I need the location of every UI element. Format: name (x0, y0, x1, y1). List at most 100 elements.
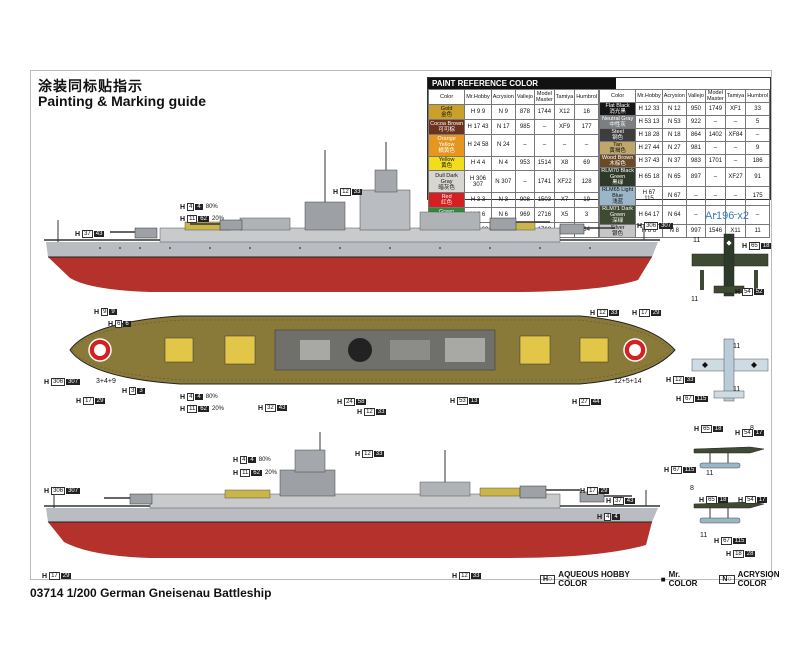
paint-table-cell: 1744 (533, 103, 555, 120)
paint-table-cell: – (724, 115, 747, 129)
paint-table-header-cell: Tamiya (724, 89, 747, 103)
paint-table-cell: N 12 (661, 102, 687, 116)
paint-table-cell: 878 (514, 103, 535, 120)
paint-table-title: PAINT REFERENCE COLOR (428, 78, 616, 89)
paint-table-cell: 950 (685, 102, 706, 116)
aircraft-number-11a: 11 (693, 237, 701, 244)
paint-table-cell: 33 (745, 102, 770, 116)
product-footer: 03714 1/200 German Gneisenau Battleship (30, 586, 272, 600)
paint-table-cell: 91 (745, 167, 770, 187)
paint-table-cell: – (685, 186, 706, 206)
paint-table-header-cell: Color (427, 89, 466, 105)
paint-table-cell: N 17 (490, 118, 516, 135)
paint-table-cell: 9 (745, 141, 770, 155)
top-view-label-left: 3+4+9 (96, 378, 116, 385)
paint-table-header-cell: Acrysion (490, 89, 516, 105)
paint-table-cell: XF1 (724, 102, 747, 116)
paint-table-header-cell: Vallejo (514, 89, 535, 105)
color-legend: H○AQUEOUS HOBBY COLOR ■Mr. COLOR N○ACRYS… (540, 570, 800, 588)
aircraft-number-11d: 11 (733, 386, 741, 393)
paint-table-cell: N 53 (661, 115, 687, 129)
aircraft-label: Ar196 x2 (705, 210, 750, 222)
paint-table-header-cell: Mr.Hobby (635, 89, 663, 103)
ship-side-view-starboard (44, 142, 660, 292)
paint-table-cell: – (533, 118, 555, 135)
paint-table-cell: 1749 (704, 102, 726, 116)
paint-table-cell: 5 (745, 115, 770, 129)
paint-table-cell: X8 (553, 155, 576, 172)
ship-top-view (69, 315, 676, 385)
aircraft-number-11c: 11 (733, 343, 741, 350)
paint-table-header-cell: Acrysion (661, 89, 687, 103)
paint-table-cell: H 17 43 (464, 118, 492, 135)
legend-acrysion: N○ACRYSION COLOR (719, 570, 800, 588)
paint-table-cell: 922 (685, 115, 706, 129)
paint-table-cell: – (724, 141, 747, 155)
paint-table-cell: N 9 (490, 103, 516, 120)
aircraft-top-view (691, 233, 769, 297)
paint-table-cell: XF84 (724, 128, 747, 142)
aircraft-bottom-view (691, 338, 769, 402)
paint-table-cell: XF9 (553, 118, 576, 135)
paint-table-header-cell: Model Master (533, 89, 555, 105)
aircraft-number-11e: 11 (706, 470, 714, 477)
aircraft-number-8a: 8 (750, 425, 754, 432)
paint-table-cell: XF27 (724, 167, 747, 187)
paint-table-header-cell: Mr.Hobby (464, 89, 492, 105)
ship-side-view-port (44, 432, 660, 558)
top-view-label-right: 12+5+14 (614, 378, 642, 385)
paint-table-cell: 3 (574, 207, 599, 224)
paint-table-cell: – (745, 205, 770, 225)
paint-table-cell: 997 (685, 224, 706, 238)
paint-table-cell: 985 (514, 118, 535, 135)
aircraft-number-11f: 11 (700, 532, 708, 539)
paint-table-cell: – (745, 128, 770, 142)
guide-frame (30, 70, 772, 580)
paint-table-cell: – (724, 154, 747, 168)
paint-table-cell: – (704, 167, 726, 187)
paint-table-cell: 897 (685, 167, 706, 187)
paint-table-header-cell: Model Master (704, 89, 726, 103)
paint-table-cell: 953 (514, 155, 535, 172)
paint-table-cell: – (704, 186, 726, 206)
title-english: Painting & Marking guide (38, 93, 207, 109)
paint-table-cell: 186 (745, 154, 770, 168)
paint-table-cell: 981 (685, 141, 706, 155)
paint-table-cell: H 12 33 (635, 102, 663, 116)
